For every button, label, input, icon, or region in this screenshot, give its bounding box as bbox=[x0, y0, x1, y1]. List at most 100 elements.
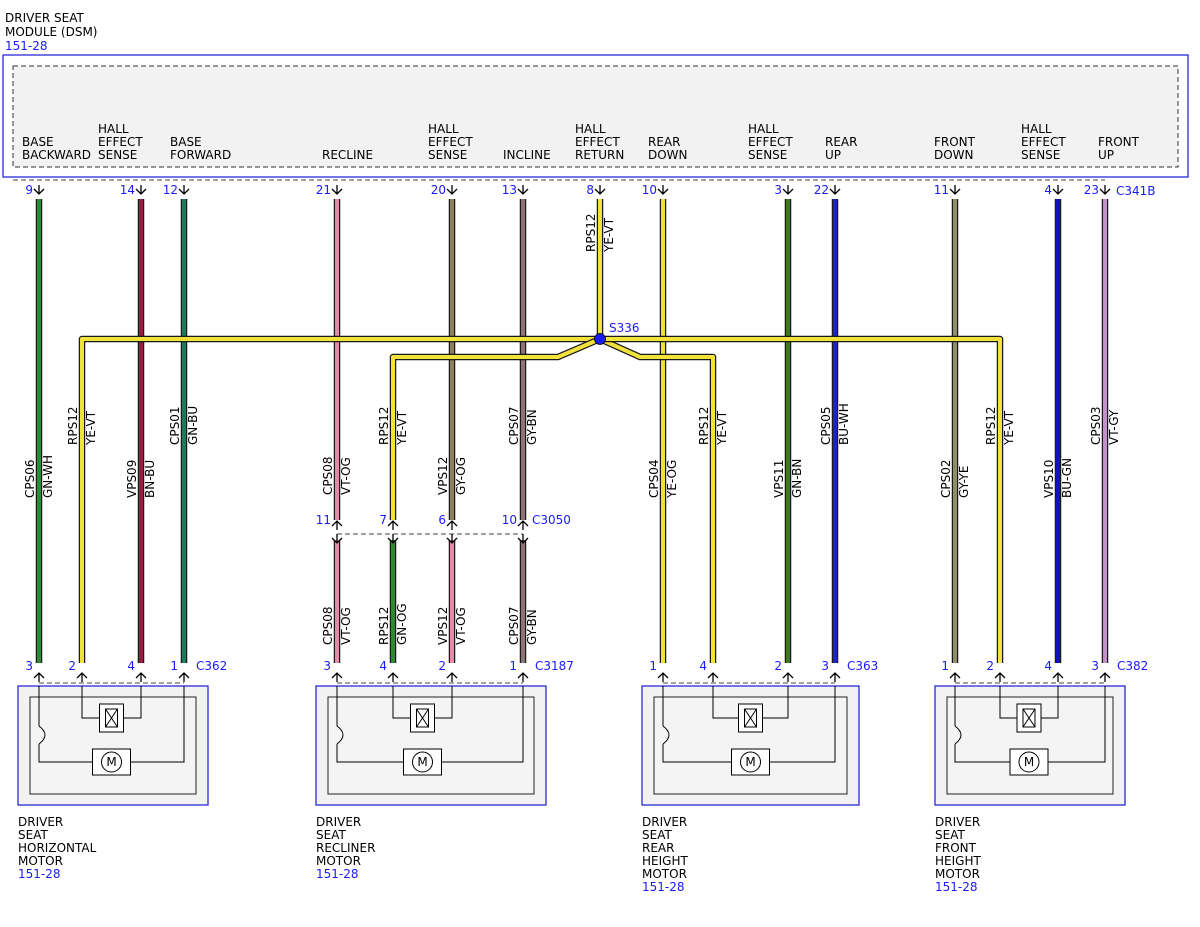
inline-pin-arrow bbox=[331, 520, 343, 530]
motor-pin-number[interactable]: 4 bbox=[379, 659, 387, 673]
motor-lead bbox=[999, 686, 1017, 719]
module-pin-number[interactable]: 3 bbox=[774, 183, 782, 197]
motor-pin-number[interactable]: 3 bbox=[323, 659, 331, 673]
module-pin-label: EFFECT bbox=[1021, 135, 1066, 149]
wire-vps09-color: BN-BU bbox=[143, 460, 157, 498]
inline-connector-pins: 11 7 6 10 bbox=[316, 513, 529, 544]
wire-cps06-color: GN-WH bbox=[41, 455, 55, 498]
wire-recliner-cps08-circuit: CPS08 bbox=[321, 606, 335, 645]
motor-ref-link[interactable]: 151-28 bbox=[316, 867, 359, 881]
motor-connector-name[interactable]: C363 bbox=[847, 659, 878, 673]
module-pin-number[interactable]: 11 bbox=[934, 183, 949, 197]
module-pin-number[interactable]: 4 bbox=[1044, 183, 1052, 197]
motor-name-line: HEIGHT bbox=[935, 854, 981, 868]
inline-pin-number[interactable]: 7 bbox=[379, 513, 387, 527]
splice-name[interactable]: S336 bbox=[609, 321, 640, 335]
module-pin-number[interactable]: 13 bbox=[502, 183, 517, 197]
module-pin-label: SENSE bbox=[748, 148, 787, 162]
module-pin-number[interactable]: 10 bbox=[642, 183, 657, 197]
motor-pin-number[interactable]: 2 bbox=[774, 659, 782, 673]
module-pin-arrow bbox=[1052, 185, 1064, 195]
inline-pin-number[interactable]: 10 bbox=[502, 513, 517, 527]
module-pin-label: EFFECT bbox=[428, 135, 473, 149]
inline-pin-arrow bbox=[517, 534, 529, 544]
motor-pin-number[interactable]: 3 bbox=[1091, 659, 1099, 673]
motor-pin-number[interactable]: 1 bbox=[941, 659, 949, 673]
module-pin-number[interactable]: 23 bbox=[1084, 183, 1099, 197]
motor-ref-link[interactable]: 151-28 bbox=[935, 880, 978, 894]
wire-vps12-color: GY-OG bbox=[454, 457, 468, 495]
motor-icon: M bbox=[731, 748, 770, 776]
wire-cps02-color: GY-YE bbox=[957, 466, 971, 498]
motor-ref-link[interactable]: 151-28 bbox=[18, 867, 61, 881]
motor-pin-arrow bbox=[517, 672, 529, 682]
module-pin-number[interactable]: 8 bbox=[586, 183, 594, 197]
inline-pin-arrow bbox=[387, 534, 399, 544]
module-pin-label: FRONT bbox=[1098, 135, 1140, 149]
motor-lead bbox=[712, 686, 739, 719]
wire-recliner-rps12-color: GN-OG bbox=[395, 603, 409, 645]
motor-pin-number[interactable]: 2 bbox=[438, 659, 446, 673]
motor-name-line: REAR bbox=[642, 841, 674, 855]
module-pin-label: EFFECT bbox=[575, 135, 620, 149]
module-pin-arrow bbox=[829, 185, 841, 195]
module-pin-label: EFFECT bbox=[748, 135, 793, 149]
motor-name-line: MOTOR bbox=[935, 867, 980, 881]
module-pin-number[interactable]: 20 bbox=[431, 183, 446, 197]
module-pin-number[interactable]: 12 bbox=[163, 183, 178, 197]
motor-pin-arrow bbox=[135, 672, 147, 682]
inline-pin-number[interactable]: 11 bbox=[316, 513, 331, 527]
motor-lead bbox=[662, 712, 732, 763]
module-ref-link[interactable]: 151-28 bbox=[5, 39, 48, 53]
motor-connector-name[interactable]: C362 bbox=[196, 659, 227, 673]
module-pin-number[interactable]: 9 bbox=[25, 183, 33, 197]
motor-pin-number[interactable]: 1 bbox=[170, 659, 178, 673]
hall-sensor-icon bbox=[1016, 703, 1042, 733]
motor-pin-number[interactable]: 1 bbox=[509, 659, 517, 673]
motor-pin-number[interactable]: 4 bbox=[699, 659, 707, 673]
motor-lead bbox=[392, 686, 411, 719]
module-pin-label: INCLINE bbox=[503, 148, 551, 162]
wire-return-branch-color: YE-VT bbox=[84, 410, 98, 446]
motor-pin-number[interactable]: 3 bbox=[25, 659, 33, 673]
motor-pin-number[interactable]: 2 bbox=[986, 659, 994, 673]
module-pin-arrow bbox=[594, 185, 606, 195]
module-pin-number[interactable]: 21 bbox=[316, 183, 331, 197]
wire-cps01-color: GN-BU bbox=[186, 406, 200, 445]
motor-lead bbox=[38, 712, 93, 763]
motor-connector-name[interactable]: C3187 bbox=[535, 659, 574, 673]
wire-cps06-circuit: CPS06 bbox=[23, 459, 37, 498]
wire-cps08-circuit: CPS08 bbox=[321, 456, 335, 495]
motor-pin-number[interactable]: 4 bbox=[1044, 659, 1052, 673]
motor-pin-arrow bbox=[782, 672, 794, 682]
motor-ref-link[interactable]: 151-28 bbox=[642, 880, 685, 894]
module-pin-label: RETURN bbox=[575, 148, 624, 162]
wire-return-branch-color: YE-VT bbox=[715, 410, 729, 446]
motor-connector-name[interactable]: C382 bbox=[1117, 659, 1148, 673]
module-pin-label: UP bbox=[825, 148, 841, 162]
inline-pin-arrow bbox=[517, 520, 529, 530]
motor-pin-number[interactable]: 3 bbox=[821, 659, 829, 673]
inline-connector-name[interactable]: C3050 bbox=[532, 513, 571, 527]
wire-vps11-color: GN-BN bbox=[790, 459, 804, 498]
motor-pin-number[interactable]: 1 bbox=[649, 659, 657, 673]
wire-recliner-cps08-color: VT-OG bbox=[339, 607, 353, 645]
module-pin-number[interactable]: 14 bbox=[120, 183, 135, 197]
wire-return-branch bbox=[598, 336, 717, 663]
module-connector-name[interactable]: C341B bbox=[1116, 184, 1156, 198]
hall-sensor-icon bbox=[99, 703, 124, 733]
module-pin-arrow bbox=[517, 185, 529, 195]
wire-return-branch-circuit: RPS12 bbox=[697, 407, 711, 445]
module-pin-number[interactable]: 22 bbox=[814, 183, 829, 197]
motor-pin-number[interactable]: 4 bbox=[127, 659, 135, 673]
limit-switch-icon bbox=[38, 725, 46, 745]
motor-name-line: SEAT bbox=[935, 828, 965, 842]
motor-lead bbox=[130, 686, 185, 763]
inline-pin-number[interactable]: 6 bbox=[438, 513, 446, 527]
motor-pin-number[interactable]: 2 bbox=[68, 659, 76, 673]
motor-lead bbox=[1048, 686, 1106, 763]
wire-cps02-circuit: CPS02 bbox=[939, 459, 953, 498]
